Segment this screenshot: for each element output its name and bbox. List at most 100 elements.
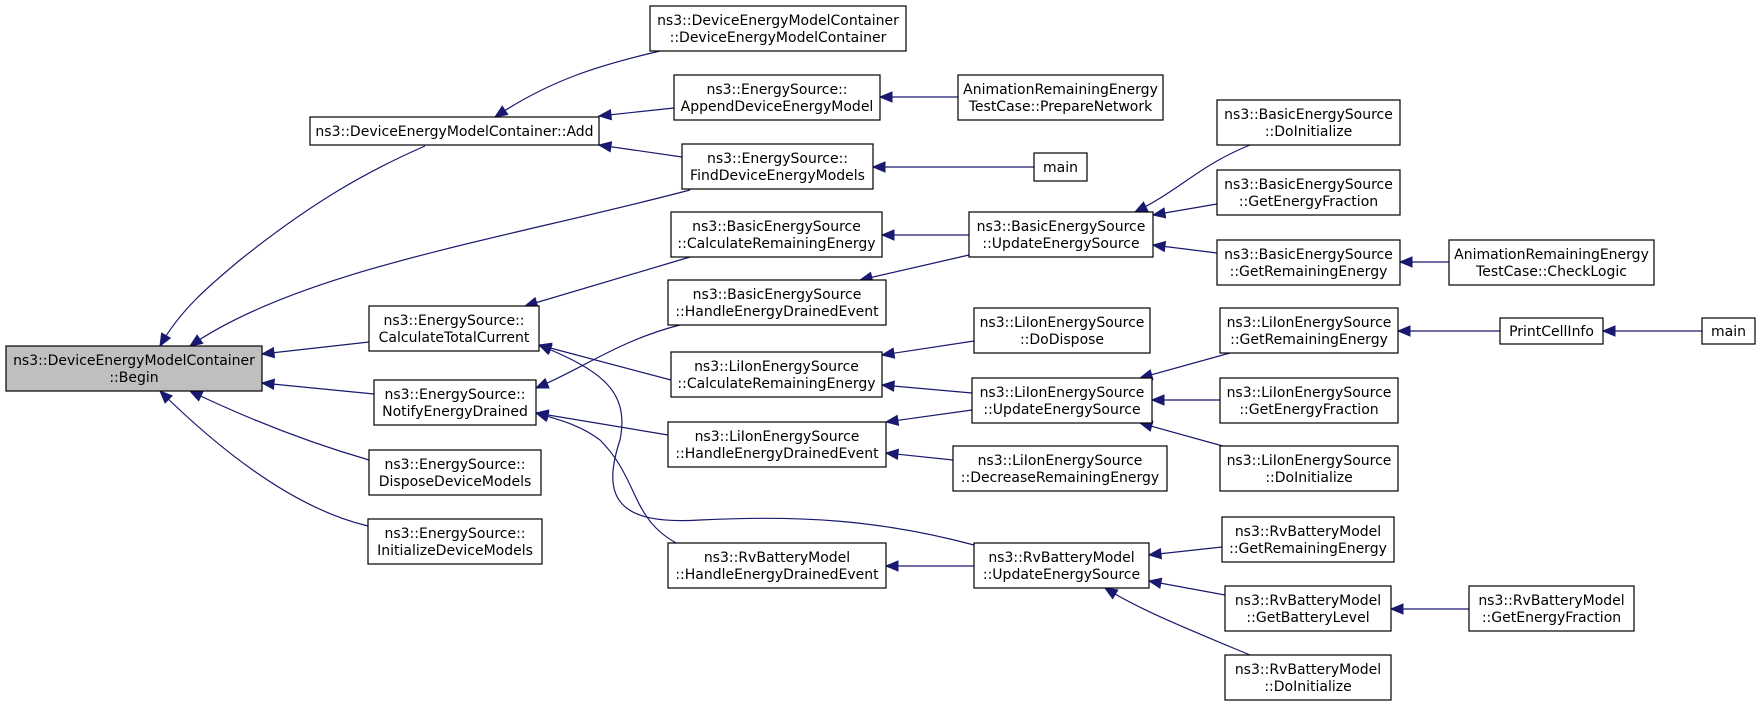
arrowhead xyxy=(260,378,276,390)
edge-line xyxy=(159,145,426,347)
node-box xyxy=(367,518,543,565)
node-main-top[interactable]: main xyxy=(1033,152,1088,182)
node-check-logic[interactable]: AnimationRemainingEnergyTestCase::CheckL… xyxy=(1448,239,1655,286)
edge-basic-handle-drained-to-notify-drained xyxy=(534,324,681,389)
arrowhead xyxy=(1147,547,1163,560)
node-notify-drained[interactable]: ns3::EnergySource::NotifyEnergyDrained xyxy=(373,379,537,426)
node-label-line: ns3::DeviceEnergyModelContainer xyxy=(657,13,899,29)
edge-line xyxy=(535,412,681,546)
node-prepare-network[interactable]: AnimationRemainingEnergyTestCase::Prepar… xyxy=(957,74,1164,121)
node-box xyxy=(1219,307,1399,354)
arrowhead xyxy=(880,347,896,359)
edge-line xyxy=(885,409,973,423)
node-print-cell-info[interactable]: PrintCellInfo xyxy=(1499,317,1604,345)
edge-line xyxy=(881,384,973,394)
edge-line xyxy=(535,412,669,436)
node-box xyxy=(971,377,1153,424)
arrowhead xyxy=(1601,325,1616,337)
node-rv-handle-drained[interactable]: ns3::RvBatteryModel::HandleEnergyDrained… xyxy=(667,542,887,589)
node-label-line: ns3::DeviceEnergyModelContainer xyxy=(13,353,255,369)
arrowhead xyxy=(880,380,895,392)
node-label-line: ns3::RvBatteryModel xyxy=(704,550,850,566)
node-label-line: ns3::BasicEnergySource xyxy=(692,219,861,235)
node-box xyxy=(1224,585,1392,632)
node-label-line: ::HandleEnergyDrainedEvent xyxy=(675,304,879,320)
node-box xyxy=(1701,317,1756,345)
node-box xyxy=(5,345,263,392)
edge-liion-doinit-to-liion-update xyxy=(1138,420,1231,449)
node-box xyxy=(1221,516,1395,563)
arrowhead xyxy=(1150,394,1165,406)
node-label-line: ::GetBatteryLevel xyxy=(1246,610,1369,626)
edge-liion-get-remaining-to-liion-update xyxy=(1138,352,1231,381)
node-box xyxy=(673,74,881,121)
node-label-line: ns3::LiIonEnergySource xyxy=(1227,315,1392,331)
node-rv-get-fraction[interactable]: ns3::RvBatteryModel::GetEnergyFraction xyxy=(1468,585,1635,632)
node-basic-get-remaining[interactable]: ns3::BasicEnergySource::GetRemainingEner… xyxy=(1216,239,1401,286)
node-label-line: ::UpdateEnergySource xyxy=(983,567,1140,583)
node-box xyxy=(368,305,540,352)
node-rv-get-battery-level[interactable]: ns3::RvBatteryModel::GetBatteryLevel xyxy=(1224,585,1392,632)
node-liion-dispose[interactable]: ns3::LiIonEnergySource::DoDispose xyxy=(973,307,1151,354)
edge-line xyxy=(859,254,970,281)
arrowhead xyxy=(1151,207,1167,219)
edge-basic-calc-remaining-to-calc-total-current xyxy=(523,256,691,308)
node-label-line: ::DoInitialize xyxy=(1264,679,1351,695)
node-label-line: ::CalculateRemainingEnergy xyxy=(677,376,875,392)
node-container-ctor[interactable]: ns3::DeviceEnergyModelContainer::DeviceE… xyxy=(649,5,907,52)
node-liion-doinit[interactable]: ns3::LiIonEnergySource::DoInitialize xyxy=(1219,445,1399,492)
edge-line xyxy=(1148,580,1226,596)
edge-rv-update-to-calc-total-current xyxy=(537,344,975,546)
node-box xyxy=(973,307,1151,354)
node-box xyxy=(368,449,542,496)
node-basic-doinit[interactable]: ns3::BasicEnergySource::DoInitialize xyxy=(1216,99,1401,146)
node-liion-get-remaining[interactable]: ns3::LiIonEnergySource::GetRemainingEner… xyxy=(1219,307,1399,354)
node-rv-get-remaining[interactable]: ns3::RvBatteryModel::GetRemainingEnergy xyxy=(1221,516,1395,563)
node-label-line: ::GetRemainingEnergy xyxy=(1230,264,1388,280)
edge-main-right-to-print-cell-info xyxy=(1601,325,1702,337)
node-basic-handle-drained[interactable]: ns3::BasicEnergySource::HandleEnergyDrai… xyxy=(667,279,887,326)
node-label-line: TestCase::PrepareNetwork xyxy=(968,99,1153,115)
node-label-line: NotifyEnergyDrained xyxy=(382,404,528,420)
node-label-line: ns3::BasicEnergySource xyxy=(1224,177,1393,193)
node-basic-calc-remaining[interactable]: ns3::BasicEnergySource::CalculateRemaini… xyxy=(670,211,883,258)
edge-rv-update-to-rv-handle-drained xyxy=(884,560,974,572)
node-label-line: PrintCellInfo xyxy=(1509,324,1594,340)
node-basic-get-fraction[interactable]: ns3::BasicEnergySource::GetEnergyFractio… xyxy=(1216,169,1401,216)
node-label-line: InitializeDeviceModels xyxy=(377,543,533,559)
node-append-model[interactable]: ns3::EnergySource::AppendDeviceEnergyMod… xyxy=(673,74,881,121)
node-label-line: ns3::LiIonEnergySource xyxy=(978,453,1143,469)
node-rv-doinit[interactable]: ns3::RvBatteryModel::DoInitialize xyxy=(1224,654,1392,701)
edge-line xyxy=(598,144,683,158)
node-label-line: ::DoInitialize xyxy=(1265,470,1352,486)
node-dispose-models[interactable]: ns3::EnergySource::DisposeDeviceModels xyxy=(368,449,542,496)
arrowhead xyxy=(597,141,613,153)
node-liion-update[interactable]: ns3::LiIonEnergySource::UpdateEnergySour… xyxy=(971,377,1153,424)
node-label-line: ::DeviceEnergyModelContainer xyxy=(670,30,887,46)
node-label-line: FindDeviceEnergyModels xyxy=(690,168,865,184)
node-liion-handle-drained[interactable]: ns3::LiIonEnergySource::HandleEnergyDrai… xyxy=(667,421,887,468)
node-liion-get-fraction[interactable]: ns3::LiIonEnergySource::GetEnergyFractio… xyxy=(1219,377,1399,424)
arrowhead xyxy=(188,334,204,347)
node-calc-total-current[interactable]: ns3::EnergySource::CalculateTotalCurrent xyxy=(368,305,540,352)
edge-liion-update-to-liion-handle-drained xyxy=(884,409,973,426)
node-liion-decrease[interactable]: ns3::LiIonEnergySource::DecreaseRemainin… xyxy=(952,445,1168,492)
node-rv-update[interactable]: ns3::RvBatteryModel::UpdateEnergySource xyxy=(973,542,1150,589)
node-box xyxy=(667,421,887,468)
node-init-models[interactable]: ns3::EnergySource::InitializeDeviceModel… xyxy=(367,518,543,565)
node-main-right[interactable]: main xyxy=(1701,317,1756,345)
node-find-models[interactable]: ns3::EnergySource::FindDeviceEnergyModel… xyxy=(681,143,874,190)
edge-line xyxy=(159,390,369,527)
edge-line xyxy=(189,189,691,347)
node-basic-update[interactable]: ns3::BasicEnergySource::UpdateEnergySour… xyxy=(968,211,1154,258)
edge-line xyxy=(189,390,370,461)
node-liion-calc-remaining[interactable]: ns3::LiIonEnergySource::CalculateRemaini… xyxy=(670,351,883,398)
node-root[interactable]: ns3::DeviceEnergyModelContainer::Begin xyxy=(5,345,263,392)
node-label-line: ns3::RvBatteryModel xyxy=(988,550,1134,566)
node-container-add[interactable]: ns3::DeviceEnergyModelContainer::Add xyxy=(309,116,600,146)
edge-line xyxy=(524,256,691,307)
arrowhead xyxy=(1396,325,1411,337)
node-label-line: AnimationRemainingEnergy xyxy=(963,82,1158,98)
arrowhead xyxy=(884,414,900,426)
